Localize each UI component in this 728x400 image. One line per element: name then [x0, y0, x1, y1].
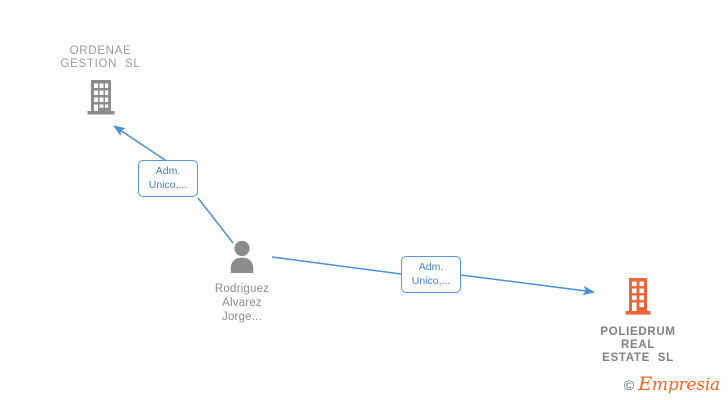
node-company-ordenae[interactable]: ORDENAE GESTION SL [43, 45, 158, 120]
brand-wordmark: Empresia [638, 375, 720, 394]
edge-segment-left [271, 256, 402, 275]
edge-segment-lower [197, 197, 234, 244]
node-company-poliedrum[interactable]: POLIEDRUM REAL ESTATE SL [573, 277, 703, 365]
edge-person-to-poliedrum[interactable] [271, 256, 595, 296]
node-label-person: Rodriguez Alvarez Jorge... [214, 283, 270, 323]
building-icon [573, 277, 703, 320]
node-label-ordenae: ORDENAE GESTION SL [60, 45, 141, 70]
edge-person-to-ordenae[interactable] [113, 125, 234, 244]
building-icon [43, 79, 158, 120]
node-label-poliedrum: POLIEDRUM REAL ESTATE SL [600, 326, 676, 364]
edge-label-adm-unico-ordenae[interactable]: Adm. Unico,... [138, 160, 198, 197]
node-person-rodriguez[interactable]: Rodriguez Alvarez Jorge... [192, 239, 292, 324]
person-icon [192, 239, 292, 278]
brand-initial: E [638, 373, 652, 395]
copyright-icon: © [623, 376, 635, 393]
brand-rest: mpresia [651, 375, 720, 395]
empresia-watermark: © Empresia [624, 375, 720, 394]
edge-segment-right [460, 274, 595, 296]
edge-label-adm-unico-poliedrum[interactable]: Adm. Unico,... [401, 256, 461, 293]
edge-segment-upper [113, 125, 166, 161]
